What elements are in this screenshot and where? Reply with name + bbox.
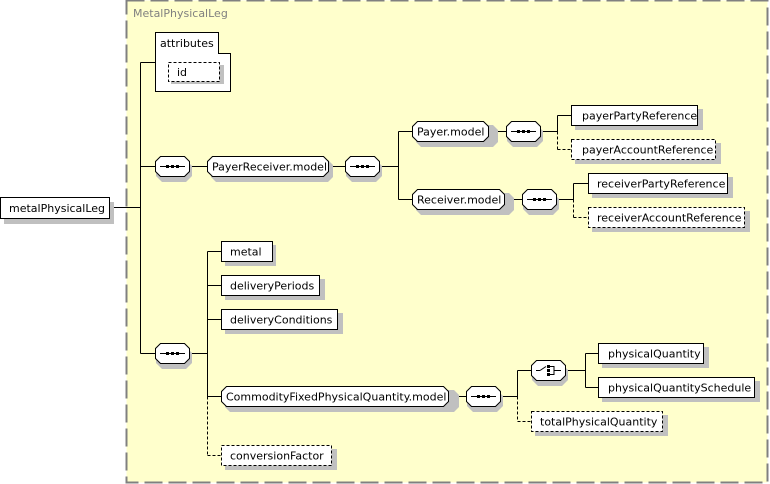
element-delivery-conditions[interactable]: deliveryConditions bbox=[221, 309, 344, 335]
attribute-id[interactable]: id bbox=[168, 62, 225, 85]
sequence-icon bbox=[160, 352, 185, 355]
group-receiver-model[interactable]: Receiver.model bbox=[412, 189, 515, 216]
sequence-compositor-bottom[interactable] bbox=[155, 343, 193, 370]
attributes-box[interactable]: attributes id bbox=[155, 32, 231, 92]
sequence-compositor-quantity[interactable] bbox=[466, 386, 504, 413]
receiver-account-reference-label: receiverAccountReference bbox=[597, 212, 742, 225]
sequence-compositor-payer-receiver[interactable] bbox=[345, 156, 383, 183]
element-total-physical-quantity[interactable]: totalPhysicalQuantity bbox=[531, 411, 669, 437]
metal-label: metal bbox=[230, 246, 262, 259]
sequence-icon bbox=[471, 395, 496, 398]
element-receiver-account-reference[interactable]: receiverAccountReference bbox=[588, 207, 751, 233]
receiver-model-label: Receiver.model bbox=[417, 194, 501, 207]
element-payer-account-reference[interactable]: payerAccountReference bbox=[571, 139, 722, 165]
group-label: MetalPhysicalLeg bbox=[133, 7, 228, 20]
element-receiver-party-reference[interactable]: receiverPartyReference bbox=[588, 173, 734, 199]
quantity-model-label: CommodityFixedPhysicalQuantity.model bbox=[226, 391, 446, 404]
group-payer-receiver-model[interactable]: PayerReceiver.model bbox=[207, 156, 334, 183]
element-physical-quantity[interactable]: physicalQuantity bbox=[598, 343, 710, 369]
sequence-icon bbox=[511, 130, 536, 133]
physical-quantity-schedule-label: physicalQuantitySchedule bbox=[608, 382, 751, 395]
element-payer-party-reference[interactable]: payerPartyReference bbox=[571, 105, 704, 131]
physical-quantity-label: physicalQuantity bbox=[608, 348, 701, 361]
sequence-compositor-payer[interactable] bbox=[506, 121, 544, 148]
group-payer-model[interactable]: Payer.model bbox=[412, 121, 499, 148]
conversion-factor-label: conversionFactor bbox=[230, 450, 324, 463]
element-metal[interactable]: metal bbox=[221, 241, 277, 267]
receiver-party-reference-label: receiverPartyReference bbox=[597, 178, 726, 191]
element-physical-quantity-schedule[interactable]: physicalQuantitySchedule bbox=[598, 377, 761, 403]
choice-icon bbox=[536, 365, 561, 376]
element-conversion-factor[interactable]: conversionFactor bbox=[221, 445, 338, 471]
sequence-icon bbox=[160, 165, 185, 168]
attribute-id-label: id bbox=[177, 66, 187, 79]
group-commodity-fixed-physical-quantity-model[interactable]: CommodityFixedPhysicalQuantity.model bbox=[221, 386, 460, 413]
sequence-compositor-receiver[interactable] bbox=[522, 189, 560, 216]
root-element-label: metalPhysicalLeg bbox=[9, 202, 105, 215]
delivery-conditions-label: deliveryConditions bbox=[230, 314, 333, 327]
sequence-compositor-top[interactable] bbox=[155, 156, 193, 183]
payer-model-label: Payer.model bbox=[417, 126, 484, 139]
total-physical-quantity-label: totalPhysicalQuantity bbox=[540, 416, 658, 429]
delivery-periods-label: deliveryPeriods bbox=[230, 280, 314, 293]
payer-receiver-model-label: PayerReceiver.model bbox=[212, 161, 327, 174]
root-element[interactable]: metalPhysicalLeg bbox=[0, 197, 115, 225]
choice-compositor-quantity[interactable] bbox=[531, 360, 569, 387]
payer-account-reference-label: payerAccountReference bbox=[582, 144, 714, 157]
sequence-icon bbox=[527, 198, 552, 201]
sequence-icon bbox=[350, 165, 375, 168]
payer-party-reference-label: payerPartyReference bbox=[582, 110, 697, 123]
connectors bbox=[110, 62, 598, 456]
element-delivery-periods[interactable]: deliveryPeriods bbox=[221, 275, 326, 301]
attributes-label: attributes bbox=[160, 37, 214, 50]
